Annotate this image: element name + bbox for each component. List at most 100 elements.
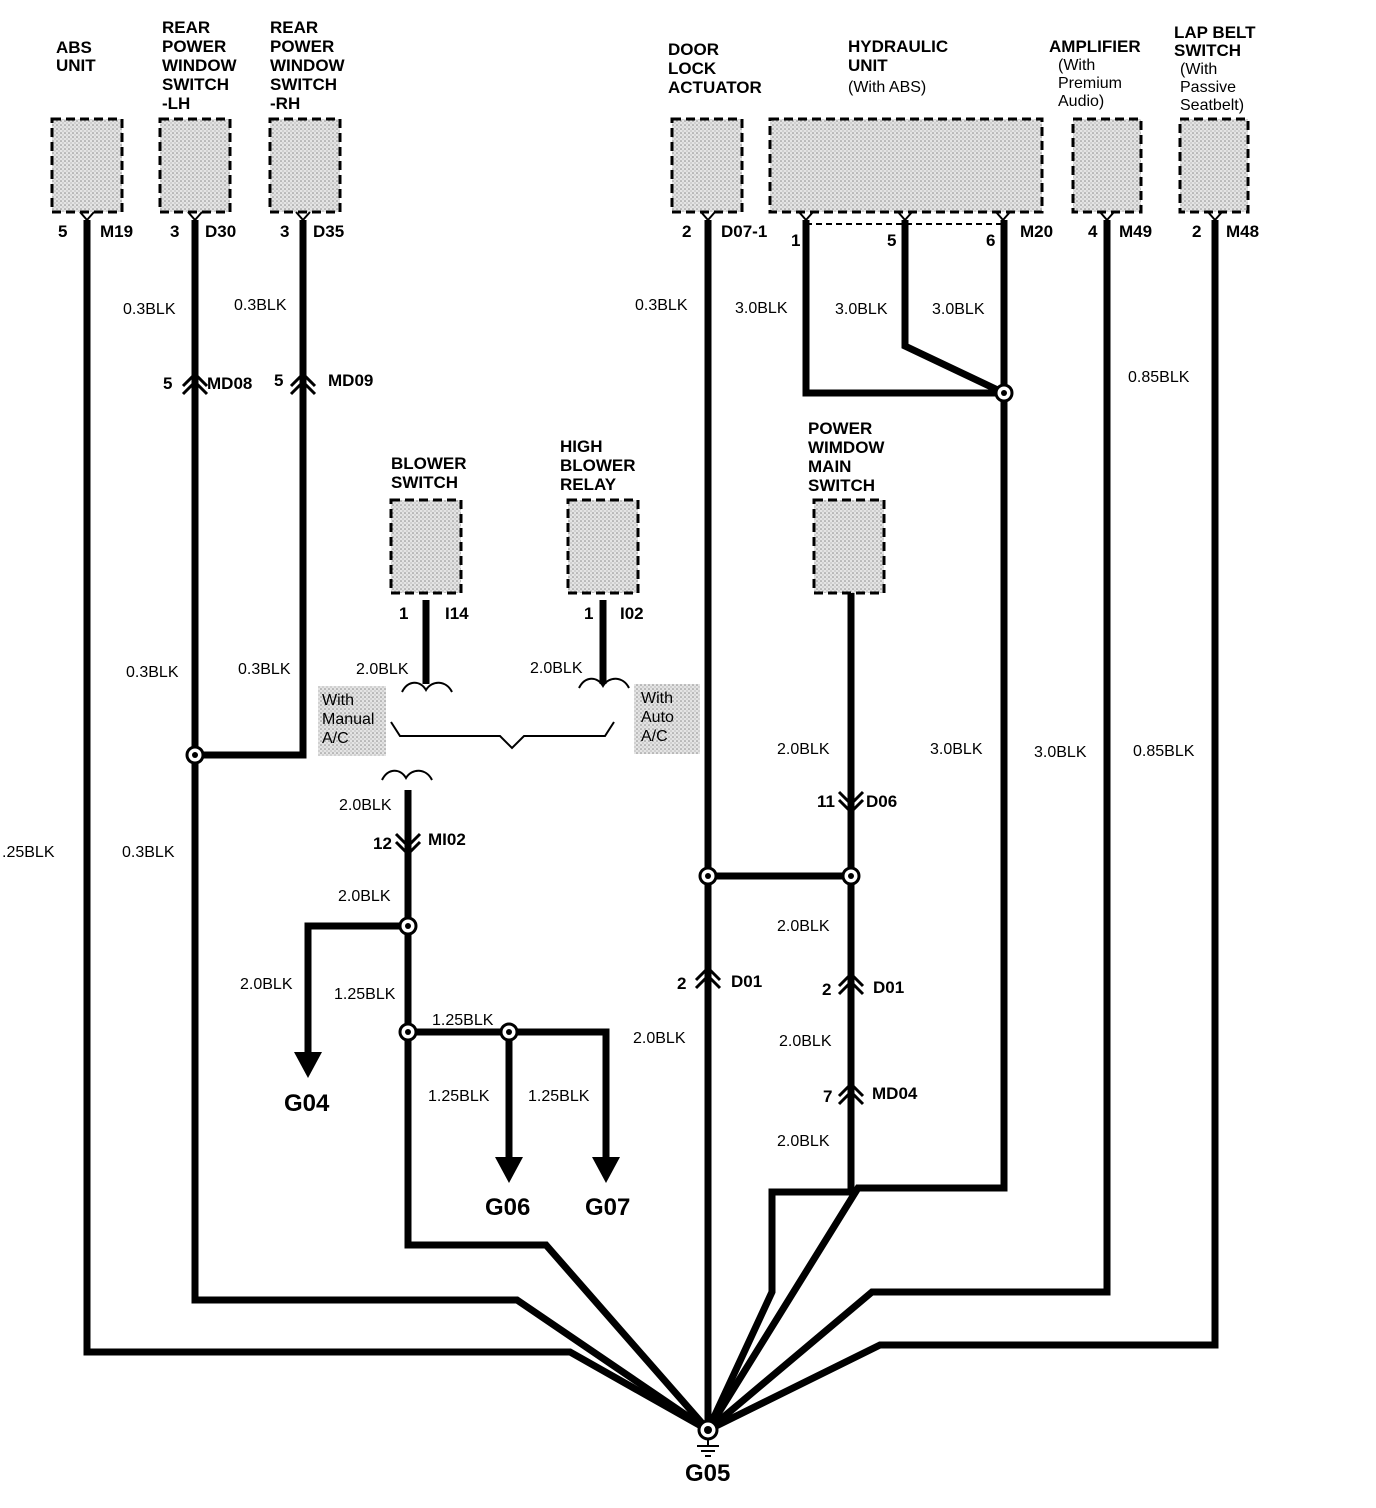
svg-text:I14: I14 — [445, 604, 469, 623]
svg-text:2.0BLK: 2.0BLK — [777, 741, 830, 758]
svg-text:POWER: POWER — [270, 37, 334, 56]
auto-ac-note-bg — [634, 684, 700, 754]
svg-text:3: 3 — [280, 222, 289, 241]
manual-ac-note: With Manual A/C — [322, 692, 374, 747]
svg-text:3.0BLK: 3.0BLK — [835, 301, 888, 318]
svg-text:0.3BLK: 0.3BLK — [238, 661, 291, 678]
hydraulic-unit-label: HYDRAULIC UNIT (With ABS) — [848, 37, 948, 96]
svg-text:AMPLIFIER: AMPLIFIER — [1049, 37, 1141, 56]
rear-power-window-switch-lh-label: REAR POWER WINDOW SWITCH -LH — [162, 18, 238, 113]
svg-text:SWITCH: SWITCH — [808, 476, 875, 495]
svg-text:M49: M49 — [1119, 222, 1152, 241]
svg-text:D30: D30 — [205, 222, 236, 241]
svg-text:WIMDOW: WIMDOW — [808, 438, 885, 457]
svg-text:BLOWER: BLOWER — [560, 456, 636, 475]
svg-text:With: With — [322, 692, 354, 709]
svg-text:0.3BLK: 0.3BLK — [123, 301, 176, 318]
svg-text:1.25BLK: 1.25BLK — [334, 986, 396, 1003]
svg-text:-LH: -LH — [162, 94, 190, 113]
svg-text:3: 3 — [170, 222, 179, 241]
svg-text:SWITCH: SWITCH — [162, 75, 229, 94]
svg-text:SWITCH: SWITCH — [270, 75, 337, 94]
g05-ground-symbol — [697, 1419, 719, 1457]
svg-text:G07: G07 — [585, 1194, 630, 1221]
option-bracket — [390, 721, 615, 750]
door-lock-actuator-box — [670, 117, 744, 214]
svg-text:ABS: ABS — [56, 38, 92, 57]
svg-text:D01: D01 — [731, 972, 762, 991]
wire-size-labels: 0.3BLK 0.3BLK 0.3BLK 3.0BLK 3.0BLK 3.0BL… — [2, 297, 1195, 1150]
svg-text:-RH: -RH — [270, 94, 300, 113]
svg-text:Premium: Premium — [1058, 75, 1122, 92]
splice-nodes — [185, 383, 1014, 1042]
svg-text:POWER: POWER — [162, 37, 226, 56]
auto-ac-note: With Auto A/C — [641, 690, 674, 745]
svg-text:(With ABS): (With ABS) — [848, 79, 926, 96]
svg-text:UNIT: UNIT — [848, 56, 888, 75]
svg-text:2.0BLK: 2.0BLK — [339, 797, 392, 814]
svg-text:D35: D35 — [313, 222, 344, 241]
high-blower-relay-box — [566, 498, 640, 595]
rear-power-window-switch-rh-label: REAR POWER WINDOW SWITCH -RH — [270, 18, 346, 113]
svg-text:SWITCH: SWITCH — [391, 473, 458, 492]
svg-text:1: 1 — [791, 231, 800, 250]
svg-text:1: 1 — [584, 604, 593, 623]
svg-text:0.3BLK: 0.3BLK — [635, 297, 688, 314]
svg-text:RELAY: RELAY — [560, 475, 617, 494]
hydraulic-unit-box — [768, 117, 1044, 214]
ground-arrow-heads — [294, 1052, 620, 1183]
svg-text:BLOWER: BLOWER — [391, 454, 467, 473]
svg-text:LAP BELT: LAP BELT — [1174, 23, 1256, 42]
svg-text:G06: G06 — [485, 1194, 530, 1221]
svg-text:2.0BLK: 2.0BLK — [240, 976, 293, 993]
lap-belt-switch-box — [1178, 117, 1250, 214]
svg-text:2: 2 — [677, 974, 686, 993]
svg-text:D06: D06 — [866, 792, 897, 811]
high-blower-relay-label: HIGH BLOWER RELAY — [560, 437, 636, 494]
svg-text:6: 6 — [986, 231, 995, 250]
rear-power-window-switch-rh-box — [268, 117, 342, 214]
svg-text:SWITCH: SWITCH — [1174, 41, 1241, 60]
svg-text:UNIT: UNIT — [56, 56, 96, 75]
power-window-main-switch-box — [812, 498, 886, 595]
svg-text:3.0BLK: 3.0BLK — [930, 741, 983, 758]
svg-text:LOCK: LOCK — [668, 59, 717, 78]
svg-text:2.0BLK: 2.0BLK — [633, 1030, 686, 1047]
wire-hops — [381, 677, 630, 781]
component-pin-labels: 5 M19 3 D30 3 D35 2 D07-1 1 5 6 M20 4 M4… — [58, 222, 1259, 623]
svg-text:1.25BLK: 1.25BLK — [528, 1088, 590, 1105]
svg-text:HYDRAULIC: HYDRAULIC — [848, 37, 948, 56]
inline-connector-chevrons — [181, 371, 865, 1106]
svg-text:WINDOW: WINDOW — [270, 56, 346, 75]
svg-text:(With: (With — [1180, 61, 1217, 78]
inline-connector-labels: 5 MD08 5 MD09 12 MI02 11 D06 2 D01 2 D01… — [163, 371, 918, 1106]
svg-text:0.3BLK: 0.3BLK — [126, 664, 179, 681]
svg-text:MD08: MD08 — [207, 374, 252, 393]
door-lock-actuator-label: DOOR LOCK ACTUATOR — [668, 40, 762, 97]
svg-text:G04: G04 — [284, 1090, 330, 1117]
svg-text:5: 5 — [58, 222, 67, 241]
svg-text:Manual: Manual — [322, 711, 374, 728]
svg-text:11: 11 — [817, 792, 835, 811]
svg-text:I02: I02 — [620, 604, 644, 623]
svg-text:Audio): Audio) — [1058, 93, 1104, 110]
svg-text:Auto: Auto — [641, 709, 674, 726]
amplifier-label: AMPLIFIER (With Premium Audio) — [1049, 37, 1141, 110]
svg-text:.25BLK: .25BLK — [2, 844, 55, 861]
svg-text:DOOR: DOOR — [668, 40, 719, 59]
svg-text:2.0BLK: 2.0BLK — [338, 888, 391, 905]
svg-text:Seatbelt): Seatbelt) — [1180, 97, 1244, 114]
svg-text:WINDOW: WINDOW — [162, 56, 238, 75]
svg-text:MD09: MD09 — [328, 371, 373, 390]
svg-text:M19: M19 — [100, 222, 133, 241]
svg-text:REAR: REAR — [162, 18, 210, 37]
svg-text:M20: M20 — [1020, 222, 1053, 241]
manual-ac-note-bg — [318, 686, 386, 756]
svg-text:M48: M48 — [1226, 222, 1259, 241]
svg-text:2.0BLK: 2.0BLK — [777, 1133, 830, 1150]
svg-text:1.25BLK: 1.25BLK — [428, 1088, 490, 1105]
svg-text:MD04: MD04 — [872, 1084, 918, 1103]
ground-labels: G04 G06 G07 G05 — [284, 1090, 730, 1487]
svg-text:2.0BLK: 2.0BLK — [356, 661, 409, 678]
